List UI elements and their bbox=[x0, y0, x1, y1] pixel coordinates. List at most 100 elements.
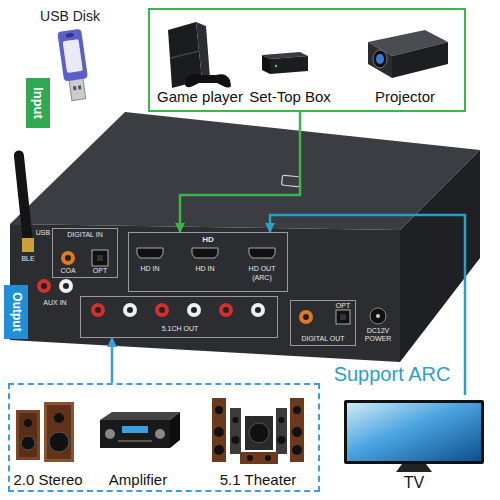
rca-output-ports bbox=[123, 303, 137, 317]
node-text: Input bbox=[31, 87, 46, 119]
digital-out-ports bbox=[303, 314, 309, 320]
input-tab: Input bbox=[26, 78, 50, 128]
aux-in-ports bbox=[59, 279, 73, 293]
output-tab: Output bbox=[4, 285, 28, 339]
node-text: TV bbox=[404, 474, 424, 492]
power-jack bbox=[370, 308, 386, 324]
power-jack bbox=[376, 314, 380, 318]
rca-output-ports bbox=[95, 307, 101, 313]
hd-panel: HDHD INHD INHD OUT(ARC) bbox=[128, 232, 288, 292]
rca-output-ports bbox=[219, 303, 233, 317]
hdmi-ports bbox=[192, 248, 218, 258]
decoder-housing bbox=[282, 175, 301, 187]
rca-output-ports bbox=[223, 307, 229, 313]
node-text: 5.1 Theater bbox=[220, 471, 296, 488]
node-text: DIGITAL OUT bbox=[301, 335, 344, 343]
node-text: OPT bbox=[336, 302, 350, 310]
decoder-housing bbox=[10, 224, 400, 362]
port-label: DC12V bbox=[367, 327, 390, 335]
stereo-speakers bbox=[47, 405, 71, 459]
usb-disk bbox=[57, 29, 91, 102]
node-text: Amplifier bbox=[109, 471, 167, 488]
theater-speakers bbox=[265, 455, 271, 461]
node-text: (ARC) bbox=[252, 274, 271, 282]
antenna bbox=[22, 238, 34, 252]
theater-speakers bbox=[232, 436, 240, 444]
theater-speakers bbox=[233, 417, 239, 423]
theater-speakers bbox=[292, 427, 302, 437]
theater-speakers bbox=[212, 398, 226, 462]
rca-output-ports bbox=[251, 303, 265, 317]
signal-connector bbox=[111, 338, 114, 383]
digital-in-panel: DIGITAL INCOAOPT bbox=[52, 228, 118, 278]
stereo-speakers bbox=[24, 419, 32, 427]
game-console bbox=[170, 51, 200, 58]
node-text: Projector bbox=[375, 88, 435, 105]
aux-in-ports bbox=[41, 283, 47, 289]
node-text: HD IN bbox=[195, 265, 214, 273]
tv-set bbox=[396, 464, 432, 472]
theater-speakers bbox=[276, 408, 287, 454]
decoder-housing bbox=[10, 112, 480, 230]
amplifier bbox=[100, 412, 180, 420]
hdmi-ports bbox=[137, 248, 163, 258]
usb-disk bbox=[66, 33, 74, 38]
projector bbox=[368, 42, 392, 78]
stereo-speakers bbox=[49, 432, 69, 452]
theater-speakers bbox=[290, 398, 304, 462]
aux-in-ports bbox=[63, 283, 69, 289]
set-top-box bbox=[270, 56, 308, 74]
amplifier bbox=[122, 426, 148, 433]
digital-out-panel: DIGITAL OUT OPT bbox=[290, 300, 356, 346]
theater-speakers bbox=[240, 452, 278, 464]
amplifier bbox=[118, 440, 152, 442]
port-label: USB bbox=[36, 229, 50, 237]
tv-set bbox=[347, 403, 481, 461]
amplifier bbox=[100, 420, 170, 448]
digital-out-ports bbox=[299, 310, 350, 324]
theater-speakers bbox=[249, 423, 269, 443]
set-top-box bbox=[262, 55, 270, 74]
rca-output-ports bbox=[155, 303, 169, 317]
digital-out-ports bbox=[336, 310, 350, 324]
projector bbox=[392, 42, 448, 78]
node-text: HD bbox=[202, 235, 214, 244]
theater-speakers bbox=[214, 427, 224, 437]
node-text: 5.1CH OUT bbox=[162, 325, 199, 333]
amplifier bbox=[170, 412, 180, 448]
stereo-speakers bbox=[54, 413, 64, 423]
port-label: BLE bbox=[21, 255, 34, 263]
hdmi-ports bbox=[249, 248, 275, 258]
usb-disk bbox=[78, 85, 82, 89]
game-console bbox=[168, 22, 231, 88]
digital-out-ports bbox=[299, 310, 313, 324]
amplifier bbox=[155, 429, 165, 439]
theater-speakers bbox=[215, 406, 223, 414]
rca-output-ports bbox=[255, 307, 261, 313]
tv-set bbox=[344, 400, 484, 464]
stereo-speakers bbox=[21, 436, 35, 450]
antenna bbox=[13, 150, 34, 252]
power-jack bbox=[370, 308, 386, 324]
decoder-housing bbox=[400, 150, 480, 362]
aux-in-ports bbox=[37, 279, 51, 293]
projector bbox=[373, 50, 387, 68]
decoder-housing bbox=[10, 112, 480, 362]
tv-set bbox=[344, 400, 484, 472]
node-text: Output bbox=[9, 292, 23, 331]
device-caption: USB Disk bbox=[40, 8, 100, 24]
stereo-speakers bbox=[44, 402, 74, 462]
stereo-speakers bbox=[16, 410, 40, 460]
node-text: DIGITAL IN bbox=[67, 231, 102, 239]
tv-node: TV bbox=[336, 395, 488, 495]
node-text: 2.0 Stereo bbox=[13, 471, 82, 488]
rca-output-ports bbox=[187, 303, 201, 317]
digital-in-ports bbox=[65, 255, 71, 261]
stereo-speakers bbox=[19, 413, 37, 457]
output-devices-box: 2.0 Stereo Amplifier 5.1 Theater bbox=[8, 383, 320, 492]
input-devices-box: Game playerSet-Top BoxProjector bbox=[148, 8, 466, 112]
amplifier bbox=[105, 429, 115, 439]
projector bbox=[368, 30, 448, 78]
